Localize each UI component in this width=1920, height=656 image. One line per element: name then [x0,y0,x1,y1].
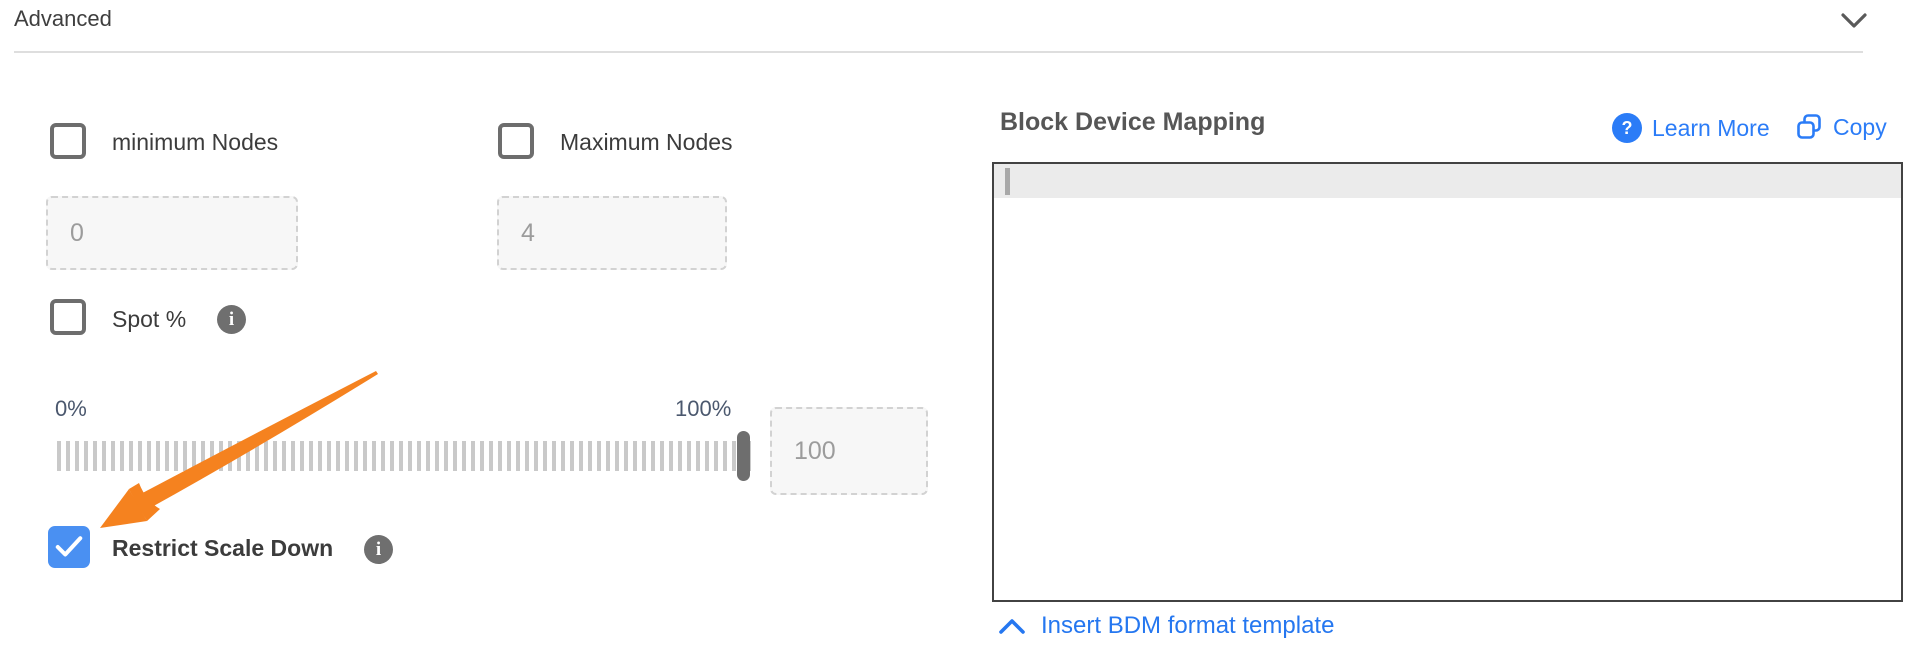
insert-bdm-template-link[interactable]: Insert BDM format template [998,612,1334,640]
maximum-nodes-label: Maximum Nodes [560,129,733,155]
insert-bdm-template-label: Insert BDM format template [1041,612,1335,639]
minimum-nodes-checkbox[interactable] [50,123,86,159]
slider-max-label: 100% [675,396,732,421]
restrict-scale-down-label: Restrict Scale Down [112,535,334,561]
section-title-advanced: Advanced [14,6,112,31]
slider-min-label: 0% [55,396,87,421]
copy-button[interactable]: Copy [1796,113,1887,141]
spot-percent-slider-handle[interactable] [737,431,750,481]
info-icon[interactable]: i [364,535,393,564]
maximum-nodes-checkbox[interactable] [498,123,534,159]
collapse-section-button[interactable] [1841,12,1867,30]
learn-more-link[interactable]: ? Learn More [1612,113,1770,143]
minimum-nodes-input[interactable] [46,196,298,270]
minimum-nodes-label: minimum Nodes [112,129,279,155]
spot-percent-slider-track[interactable] [57,441,751,471]
copy-icon [1797,114,1821,139]
spot-percent-value-input[interactable] [770,407,928,495]
section-divider [14,51,1863,53]
editor-active-line [994,164,1901,198]
maximum-nodes-input[interactable] [497,196,727,270]
question-icon: ? [1612,113,1642,143]
info-icon[interactable]: i [217,305,246,334]
spot-percent-checkbox[interactable] [50,299,86,335]
spot-percent-label: Spot % [112,306,187,332]
copy-label: Copy [1833,113,1887,140]
learn-more-label: Learn More [1652,114,1770,141]
chevron-down-icon [1841,13,1867,28]
editor-caret [1005,168,1010,195]
bdm-editor[interactable] [992,162,1903,602]
bdm-title: Block Device Mapping [1000,108,1266,136]
restrict-scale-down-checkbox[interactable] [48,526,90,568]
chevron-up-icon [999,618,1025,634]
checkmark-icon [55,536,83,557]
